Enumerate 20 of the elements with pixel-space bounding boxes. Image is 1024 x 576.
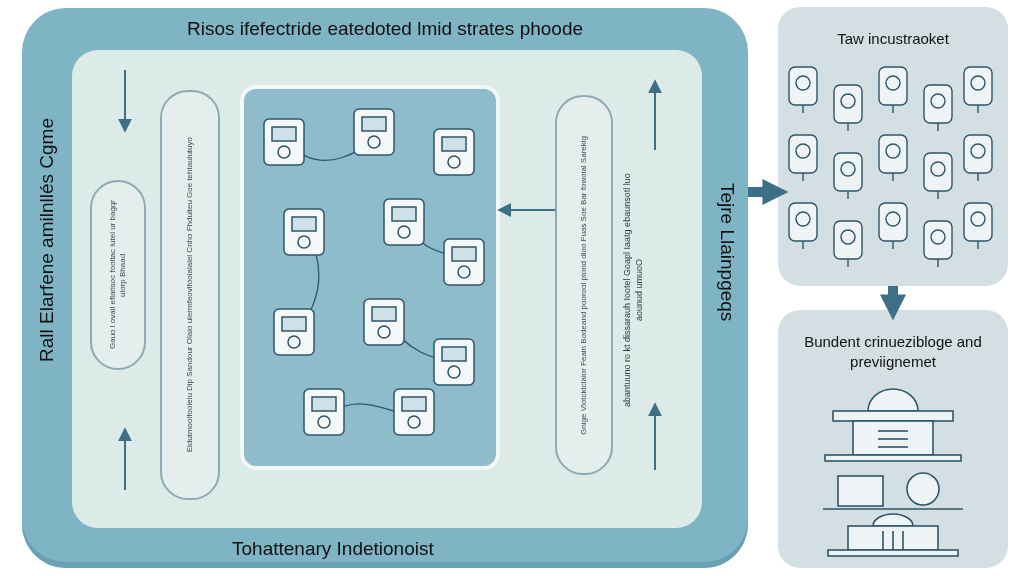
side-label: Tejre Llainpgeqs (716, 183, 738, 322)
note-text: Gnige Vlotcktclaior Feain Bodeand poorool piond dloo Fuas Soe Bar fowoial Sareklg (579, 135, 589, 435)
note-text: Gauo l ovall eflarlsoc fooltac lutel ur bagqr ulorp Bhaad (108, 199, 128, 352)
side-panel (778, 310, 1008, 568)
panel-title: Taw incustraoket (836, 29, 950, 49)
side-panel (778, 7, 1008, 286)
note-text: abantuuno ro kt dissarauh Iootel Goapl Iaatg ebaunsotl luo aounud umuoO (622, 172, 645, 409)
arrow (497, 203, 556, 217)
arrow (748, 179, 789, 205)
inner-panel (72, 50, 702, 528)
note-bubble (90, 180, 146, 370)
note-bubble (555, 95, 613, 475)
panel-title: Bundent crinuezibloge and previignemet (803, 332, 983, 371)
outer-panel (22, 8, 748, 568)
note-text: Eidutmoolfoolelu Dip Sandour Olaio ulermfeovlfoolalalel Cnho Fhdulteu Goe tehtaulutuyo (185, 137, 195, 453)
side-label: Rall Elarfene amilnllés Cgme (36, 118, 58, 362)
panel-caption: Tohattenary Indetionoist (232, 538, 434, 560)
panel-title: Risos ifefectride eatedoted lmid strates phoode (185, 18, 585, 40)
note-bubble (160, 90, 220, 500)
arrow (880, 286, 906, 321)
